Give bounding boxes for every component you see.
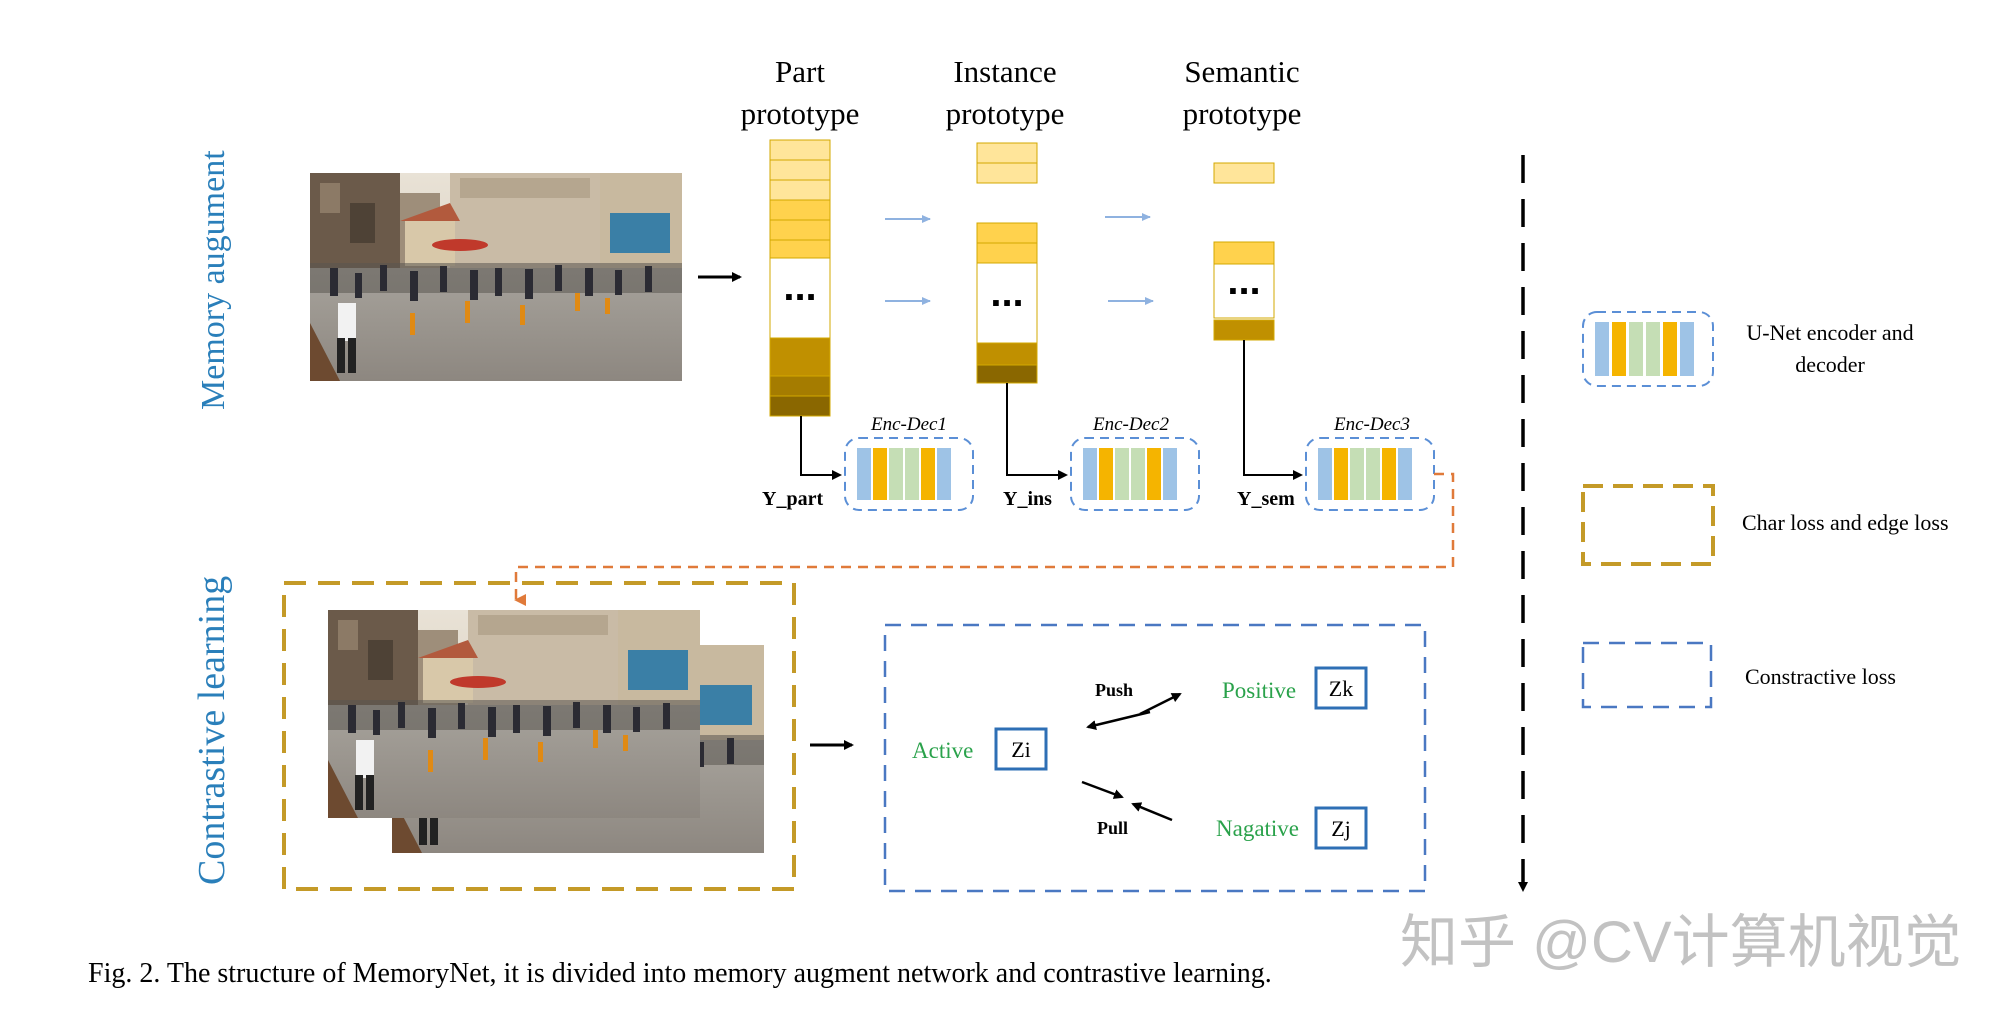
part-ellipsis: ...: [783, 265, 816, 309]
pull-arrow-b: [1131, 802, 1173, 822]
input-street-photo: [310, 173, 682, 381]
push-label: Push: [1095, 680, 1133, 700]
enc-dec-1-label: Enc-Dec1: [870, 414, 947, 435]
zj-label: Zj: [1331, 816, 1351, 841]
contrastive-photo-front: [328, 610, 700, 818]
zi-label: Zi: [1011, 737, 1031, 762]
pull-arrow-a: [1081, 780, 1124, 799]
push-arrow-b: [1139, 692, 1182, 716]
zk-box: [1314, 666, 1368, 710]
semantic-prototype-stack: [1213, 162, 1275, 341]
prototype-to-encdec-connectors: [800, 340, 1303, 480]
output-y-part: Y_part: [762, 488, 823, 510]
legend-char-loss-swatch: [1581, 484, 1715, 566]
enc-dec-1-block: [844, 437, 974, 511]
feedback-dashed-path: [514, 472, 1455, 606]
enc-dec-2-label: Enc-Dec2: [1092, 414, 1169, 435]
prototype-flow-arrows: [885, 213, 1154, 305]
output-y-ins: Y_ins: [1003, 488, 1052, 510]
memory-augment-title: Memory augument: [195, 150, 232, 410]
contrastive-learning-title: Contrastive learning: [191, 576, 233, 885]
figure-caption: Fig. 2. The structure of MemoryNet, it i…: [88, 958, 1272, 989]
output-y-sem: Y_sem: [1237, 488, 1295, 510]
enc-dec-3-block: [1305, 437, 1435, 511]
active-label: Active: [912, 738, 973, 763]
push-arrow-a: [1086, 710, 1151, 730]
semantic-ellipsis: ...: [1227, 259, 1260, 303]
semantic-prototype-title-line2: prototype: [1183, 96, 1302, 131]
negative-label: Nagative: [1216, 816, 1299, 841]
instance-prototype-stack: [976, 142, 1038, 384]
part-prototype-stack: [769, 139, 831, 417]
watermark: 知乎 @CV计算机视觉: [1400, 910, 1962, 975]
enc-dec-3-label: Enc-Dec3: [1333, 414, 1410, 435]
pull-label: Pull: [1097, 818, 1128, 838]
positive-label: Positive: [1222, 678, 1296, 703]
zk-label: Zk: [1329, 676, 1353, 701]
legend-unet-swatch: [1582, 311, 1714, 387]
zi-box: [994, 727, 1048, 771]
contrastive-loss-dashed-box: [883, 623, 1427, 893]
legend-unet-label-line1: U-Net encoder and: [1746, 320, 1913, 345]
legend-unet-label-line2: decoder: [1795, 352, 1865, 377]
zj-box: [1314, 806, 1368, 850]
instance-ellipsis: ...: [990, 271, 1023, 315]
semantic-prototype-title-line1: Semantic: [1184, 54, 1299, 89]
legend-contrastive-loss-label: Constractive loss: [1745, 664, 1896, 689]
instance-prototype-title-line1: Instance: [953, 54, 1056, 89]
legend-contrastive-loss-swatch: [1581, 641, 1713, 709]
legend-char-loss-label: Char loss and edge loss: [1742, 510, 1949, 535]
instance-prototype-title-line2: prototype: [946, 96, 1065, 131]
part-prototype-title-line2: prototype: [741, 96, 860, 131]
enc-dec-2-block: [1070, 437, 1200, 511]
char-loss-dashed-box: [282, 581, 796, 891]
part-prototype-title-line1: Part: [775, 54, 825, 89]
